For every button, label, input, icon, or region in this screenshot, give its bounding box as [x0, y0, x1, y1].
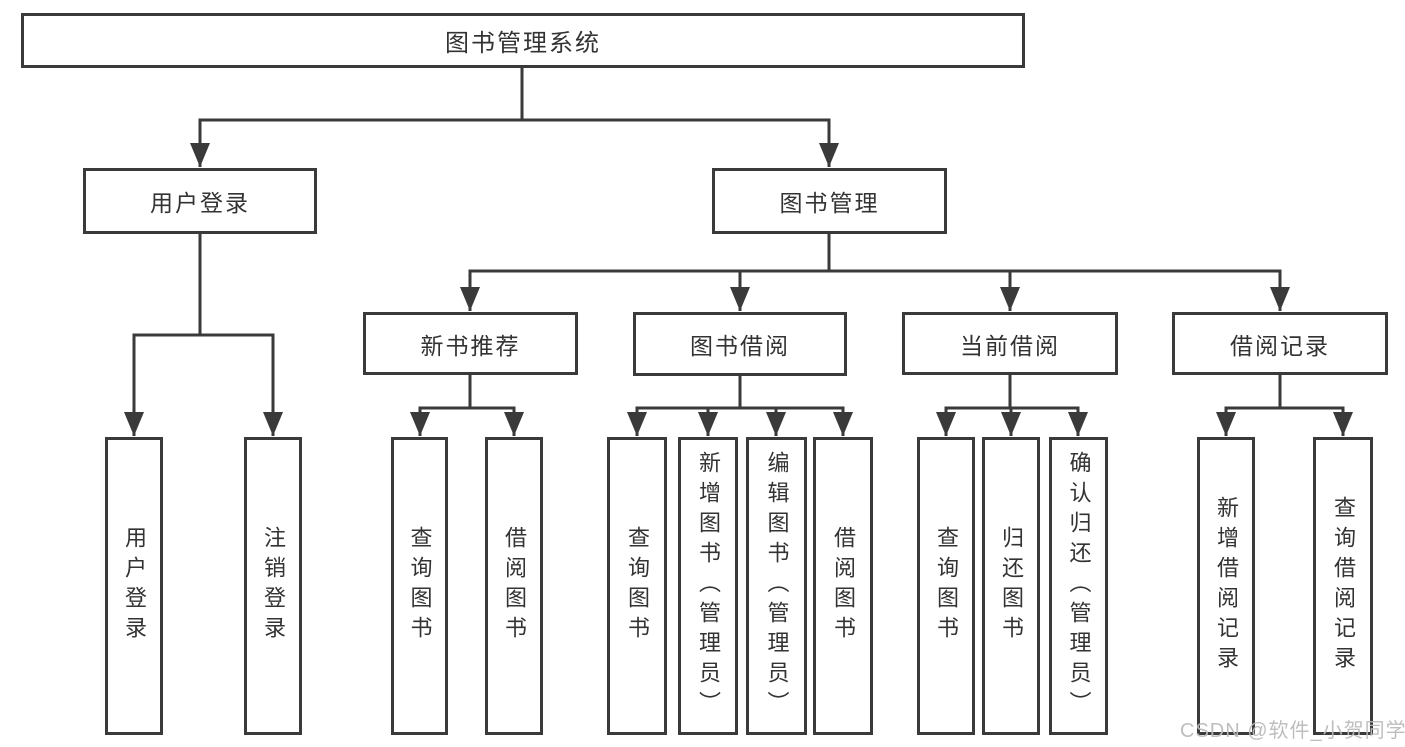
- leaf-borrow-edit-books-admin: 编辑图书（管理员）: [746, 437, 807, 735]
- leaf-newrec-query-books: 查询图书: [391, 437, 448, 735]
- leaf-borrow-add-books-admin: 新增图书（管理员）: [678, 437, 738, 735]
- connector-borrow-records-children: [1216, 375, 1353, 436]
- leaf-label: 编辑图书（管理员）: [764, 451, 790, 721]
- leaf-user-login: 用户登录: [105, 437, 163, 735]
- leaf-current-confirm-return-admin: 确认归还（管理员）: [1049, 437, 1108, 735]
- leaf-label: 注销登录: [261, 526, 286, 646]
- node-root-system: 图书管理系统: [21, 13, 1025, 68]
- node-book-borrow: 图书借阅: [633, 312, 847, 376]
- node-book-management: 图书管理: [712, 168, 947, 234]
- leaf-label: 查询图书: [625, 526, 650, 646]
- leaf-label: 借阅图书: [502, 526, 527, 646]
- leaf-logout: 注销登录: [244, 437, 302, 735]
- leaf-records-add-record: 新增借阅记录: [1197, 437, 1255, 735]
- connector-current-borrow-children: [936, 375, 1088, 436]
- node-current-borrow: 当前借阅: [902, 312, 1118, 375]
- node-user-login: 用户登录: [83, 168, 317, 234]
- leaf-borrow-query-books: 查询图书: [607, 437, 667, 735]
- connector-book-borrow-children: [627, 375, 853, 436]
- leaf-newrec-borrow-books: 借阅图书: [485, 437, 543, 735]
- leaf-label: 确认归还（管理员）: [1066, 451, 1092, 721]
- node-new-book-recommend: 新书推荐: [363, 312, 578, 375]
- leaf-current-return-books: 归还图书: [982, 437, 1040, 735]
- leaf-records-query-record: 查询借阅记录: [1313, 437, 1373, 735]
- leaf-label: 新增图书（管理员）: [696, 451, 721, 721]
- csdn-watermark: CSDN @软件_小贺同学: [1180, 720, 1405, 742]
- connector-user-login-children: [124, 234, 283, 436]
- connector-book-management-children: [460, 233, 1290, 311]
- connector-new-book-recommend-children: [410, 375, 524, 436]
- leaf-label: 查询图书: [934, 526, 959, 646]
- leaf-current-query-books: 查询图书: [917, 437, 975, 735]
- leaf-label: 查询借阅记录: [1331, 496, 1356, 676]
- leaf-label: 新增借阅记录: [1214, 496, 1239, 676]
- node-borrow-records: 借阅记录: [1172, 312, 1388, 375]
- connector-root-to-level2: [190, 68, 839, 167]
- leaf-label: 查询图书: [407, 526, 433, 646]
- leaf-label: 用户登录: [122, 526, 147, 646]
- leaf-label: 借阅图书: [831, 526, 856, 646]
- leaf-label: 归还图书: [999, 526, 1024, 646]
- leaf-borrow-borrow-books: 借阅图书: [813, 437, 873, 735]
